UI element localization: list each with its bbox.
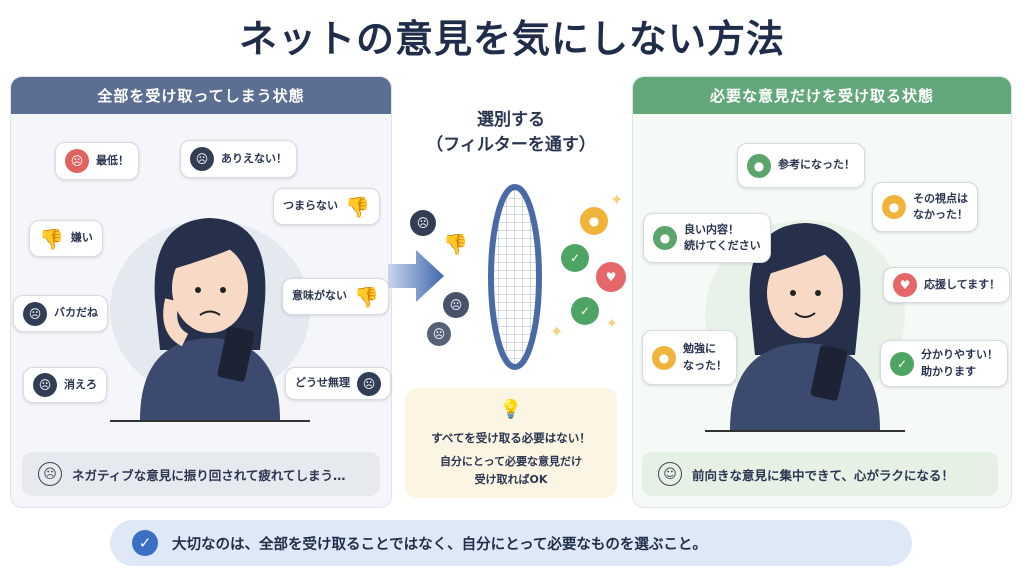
bubble-imiganai: 意味がない 👎 [282,278,389,315]
lightbulb-user-icon: ● [652,345,676,370]
bubble-benkyou: ● 勉強になった！ [642,330,737,385]
bubble-kirai: 👎 嫌い [29,220,103,257]
sparkle-icon: ✦ [606,316,618,332]
bubble-text: 意味がない [292,289,347,303]
check-icon: ✓ [890,351,914,376]
angry-face-icon: ☹ [357,371,381,396]
bubble-text: 参考になった！ [778,158,855,172]
right-footer-note: ☺ 前向きな意見に集中できて、心がラクになる！ [642,452,998,496]
key-message-text: 大切なのは、全部を受け取ることではなく、自分にとって必要なものを選ぶこと。 [172,536,707,553]
thumbs-down-icon: 👎 [443,232,468,256]
thumbs-down-icon: 👎 [39,226,64,251]
bubble-arienai: ☹ ありえない！ [180,140,297,178]
smile-face-icon: ☺ [658,462,682,486]
bubble-ouen: ♥ 応援してます！ [883,267,1011,303]
tip-main-text: すべてを受け取る必要はない！ [431,430,591,445]
bubble-text: 嫌い [70,231,93,245]
bubble-shiten: ● その視点はなかった！ [872,182,978,232]
bubble-text: どうせ無理 [295,376,350,390]
bubble-line: 助かります [921,364,976,378]
angry-face-icon: ☹ [65,149,89,173]
filter-title: 選別する （フィルターを通す） [405,108,617,157]
lightbulb-user-icon: ● [882,195,906,219]
left-panel-header: 全部を受け取ってしまう状態 [11,77,391,114]
tip-box: 💡 すべてを受け取る必要はない！ 自分にとって必要な意見だけ 受け取ればOK [405,388,617,498]
bubble-text: 分かりやすい！ 助かります [921,347,998,380]
angry-face-icon: ☹ [427,322,451,346]
bubble-text: ありえない！ [221,151,287,165]
check-circle-icon: ✓ [132,530,158,556]
bubble-saitei: ☹ 最低！ [55,142,139,180]
sparkle-icon: ✦ [610,190,624,209]
lightbulb-icon: 💡 [499,399,523,420]
bubble-sankou: ● 参考になった！ [737,143,865,188]
bubble-line: 分かりやすい！ [921,348,998,361]
check-icon: ✓ [571,297,599,325]
angry-face-icon: ☹ [33,373,57,397]
bubble-text: 消えろ [64,377,97,391]
tip-sub-text: 受け取ればOK [474,472,548,486]
filter-title-line2: （フィルターを通す） [426,134,596,155]
happy-person-illustration [705,220,905,432]
angry-face-icon: ☹ [410,210,436,236]
bubble-text: その視点はなかった！ [913,191,968,224]
bubble-line: なかった！ [913,208,968,221]
bubble-yoi-naiyou: ● 良い内容！ 続けてください [643,213,771,263]
bubble-wakariyasui: ✓ 分かりやすい！ 助かります [880,340,1008,387]
worried-person-illustration [110,218,310,422]
left-footer-note: ☹ ネガティブな意見に振り回されて疲れてしまう… [22,452,380,496]
bubble-line: 勉強に [683,342,716,355]
user-icon: ● [747,153,771,178]
user-icon: ● [653,226,677,250]
angry-face-icon: ☹ [23,301,47,326]
bubble-tsumaranai: つまらない 👎 [273,188,380,225]
lightbulb-icon: ● [580,207,608,235]
right-panel-header: 必要な意見だけを受け取る状態 [633,77,1011,114]
key-message-bar: ✓ 大切なのは、全部を受け取ることではなく、自分にとって必要なものを選ぶこと。 [110,520,912,566]
bubble-text: 勉強になった！ [683,341,727,374]
bubble-kiero: ☹ 消えろ [23,367,107,403]
page-title: ネットの意見を気にしない方法 [238,17,785,61]
right-footer-text: 前向きな意見に集中できて、心がラクになる！ [692,467,954,483]
check-icon: ✓ [561,244,589,272]
angry-face-icon: ☹ [190,147,214,171]
heart-icon: ♥ [596,262,626,292]
bubble-line: その視点は [913,191,968,205]
filter-mesh-icon [488,184,542,370]
bubble-line: 続けてください [684,239,761,252]
thumbs-down-icon: 👎 [345,194,370,219]
sparkle-icon: ✦ [550,322,564,341]
tip-sub-text: 自分にとって必要な意見だけ [439,455,583,469]
bubble-text: 最低！ [96,153,129,167]
thumbs-down-icon: 👎 [354,284,379,309]
bubble-line: なった！ [683,358,727,372]
heart-icon: ♥ [893,273,917,297]
bubble-douse-muri: どうせ無理 ☹ [285,367,391,400]
angry-face-icon: ☹ [443,292,469,318]
bubble-text: つまらない [283,199,338,213]
sad-face-icon: ☹ [38,462,62,486]
bubble-text: バカだね [54,306,98,320]
bubble-bakadane: ☹ バカだね [13,295,108,332]
left-footer-text: ネガティブな意見に振り回されて疲れてしまう… [72,467,346,483]
filter-title-line1: 選別する [477,110,545,130]
bubble-line: 良い内容！ [684,222,739,236]
bubble-text: 良い内容！ 続けてください [684,222,761,255]
right-arrow-icon [388,250,444,302]
bubble-text: 応援してます！ [924,277,1001,291]
